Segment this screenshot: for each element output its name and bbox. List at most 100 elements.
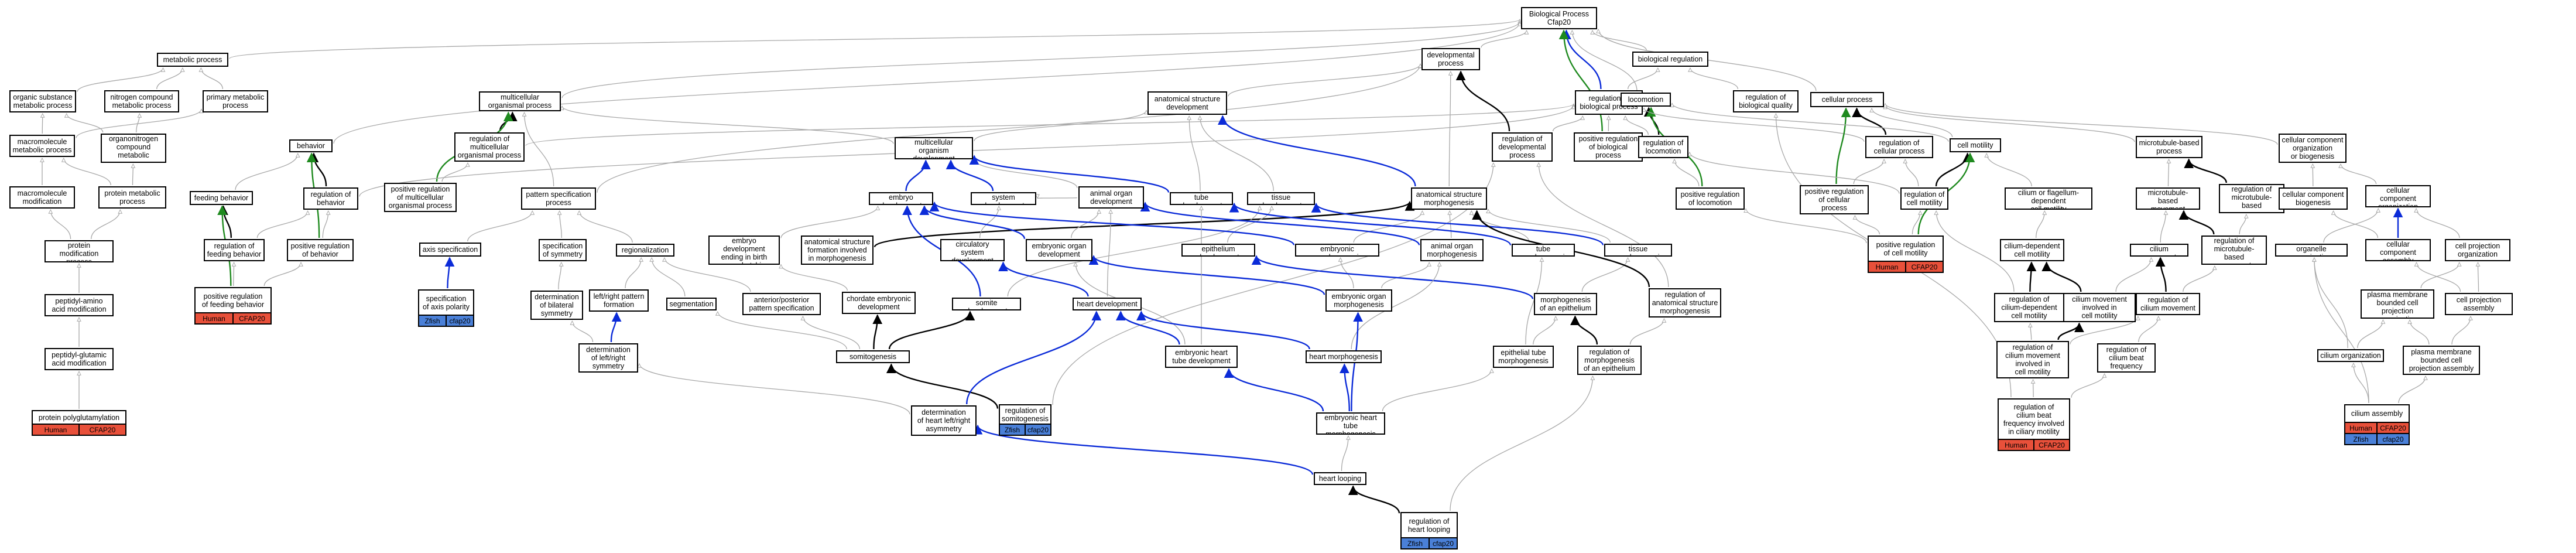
go-term-node-det-lr[interactable]: determination of left/right symmetry — [578, 343, 638, 373]
go-term-node-reg-feeding[interactable]: regulation of feeding behavior — [204, 239, 265, 261]
go-term-node-organonit[interactable]: organonitrogen compound metabolic proces… — [101, 134, 166, 163]
go-term-node-heart-morph[interactable]: heart morphogenesis — [1306, 350, 1382, 363]
go-term-node-reg-cell-mot[interactable]: regulation of cell motility — [1900, 187, 1948, 210]
go-term-node-cilium-move-inv[interactable]: cilium movement involved in cell motilit… — [2063, 293, 2136, 322]
go-term-node-reg-multi[interactable]: regulation of multicellular organismal p… — [454, 132, 525, 162]
go-term-node-embryo-organ-morph[interactable]: embryonic organ morphogenesis — [1325, 289, 1392, 312]
go-term-node-spec-symm[interactable]: specification of symmetry — [539, 239, 587, 261]
go-term-node-nitrogen[interactable]: nitrogen compound metabolic process — [104, 90, 179, 112]
go-term-node-embryo-organ[interactable]: embryonic organ development — [1026, 239, 1092, 261]
go-term-node-locomotion[interactable]: locomotion — [1621, 93, 1671, 107]
go-term-node-tube-dev[interactable]: tube development — [1170, 192, 1233, 205]
go-term-node-det-bilat[interactable]: determination of bilateral symmetry — [530, 291, 583, 320]
go-term-node-reg-cilium-beat[interactable]: regulation of cilium beat frequency — [2097, 343, 2156, 373]
go-term-node-reg-mt-move[interactable]: regulation of microtubule-based movement — [2201, 235, 2267, 265]
go-term-node-pos-reg-bio[interactable]: positive regulation of biological proces… — [1574, 132, 1643, 162]
go-term-node-cc-assembly[interactable]: cellular component assembly — [2365, 239, 2431, 261]
go-term-node-org-subst[interactable]: organic substance metabolic process — [9, 90, 76, 112]
go-term-node-animal-morph[interactable]: animal organ morphogenesis — [1420, 239, 1484, 261]
go-term-node-peptidyl-amino[interactable]: peptidyl-amino acid modification — [44, 294, 114, 316]
go-term-node-heart-looping[interactable]: heart looping — [1314, 472, 1366, 485]
go-term-node-system-dev[interactable]: system development — [971, 192, 1036, 205]
go-term-node-reg-cilium-beat-inv[interactable]: regulation of cilium beat frequency invo… — [1998, 398, 2070, 451]
go-term-node-reg-bio-q[interactable]: regulation of biological quality — [1733, 90, 1799, 112]
go-term-node-tube-morph[interactable]: tube morphogenesis — [1512, 244, 1575, 257]
go-term-node-prot-mod[interactable]: protein modification process — [44, 240, 114, 262]
go-term-node-anat-dev[interactable]: anatomical structure development — [1147, 91, 1227, 115]
go-term-node-cc-org[interactable]: cellular component organization or bioge… — [2279, 134, 2347, 163]
go-term-node-cell-proj-assembly[interactable]: cell projection assembly — [2445, 293, 2513, 315]
go-term-node-cc-biog[interactable]: cellular component biogenesis — [2279, 187, 2348, 210]
go-term-node-cilium-move[interactable]: cilium movement — [2130, 244, 2188, 257]
go-term-node-reg-cell[interactable]: regulation of cellular process — [1865, 136, 1933, 158]
go-term-node-anat-form[interactable]: anatomical structure formation involved … — [801, 235, 873, 265]
go-term-node-cilium-dep[interactable]: cilium or flagellum-dependent cell motil… — [2005, 187, 2092, 210]
go-term-node-reg-dev[interactable]: regulation of developmental process — [1492, 132, 1553, 162]
go-term-node-cilium-org[interactable]: cilium organization — [2317, 349, 2384, 362]
go-term-node-somite-dev[interactable]: somite development — [952, 298, 1021, 310]
go-term-node-metab[interactable]: metabolic process — [157, 53, 228, 67]
go-term-node-lr-pattern[interactable]: left/right pattern formation — [589, 289, 649, 312]
go-term-node-epi-tube-morph[interactable]: epithelial tube morphogenesis — [1493, 346, 1554, 368]
go-term-node-embryo-dev[interactable]: embryo development — [869, 192, 933, 205]
go-term-node-bp[interactable]: Biological Process Cfap20 — [1521, 7, 1597, 29]
go-term-node-organelle-org[interactable]: organelle organization — [2275, 244, 2348, 257]
go-term-node-embryo-morph[interactable]: embryonic morphogenesis — [1295, 244, 1379, 257]
go-term-node-reg-cilium-move[interactable]: regulation of cilium movement — [2136, 293, 2200, 315]
go-term-node-pos-reg-multi[interactable]: positive regulation of multicellular org… — [384, 183, 457, 212]
go-term-node-reg-anat-morph[interactable]: regulation of anatomical structure morph… — [1649, 288, 1721, 318]
go-term-node-axis-spec[interactable]: axis specification — [419, 243, 481, 257]
go-term-node-pos-reg-cell[interactable]: positive regulation of cellular process — [1800, 185, 1869, 214]
go-term-node-cell-proc[interactable]: cellular process — [1810, 92, 1884, 107]
go-term-node-pattern[interactable]: pattern specification process — [521, 187, 596, 210]
go-term-node-reg-loco[interactable]: regulation of locomotion — [1638, 136, 1688, 158]
go-term-node-reg-behav[interactable]: regulation of behavior — [303, 187, 358, 210]
go-term-node-dev-proc[interactable]: developmental process — [1421, 48, 1480, 70]
go-term-node-cilium-dep2[interactable]: cilium-dependent cell motility — [2000, 239, 2064, 261]
go-term-node-mt-move[interactable]: microtubule-based process — [2136, 136, 2202, 158]
go-term-node-prot-met[interactable]: protein metabolic process — [98, 186, 166, 209]
go-term-node-chordate[interactable]: chordate embryonic development — [842, 292, 916, 314]
go-term-node-epi-dev[interactable]: epithelium development — [1181, 244, 1255, 257]
go-term-node-cell-proj-org[interactable]: cell projection organization — [2445, 239, 2510, 261]
go-term-node-animal-organ[interactable]: animal organ development — [1078, 186, 1144, 209]
go-term-node-pos-reg-behav[interactable]: positive regulation of behavior — [287, 239, 354, 261]
go-term-node-behavior[interactable]: behavior — [289, 139, 333, 152]
go-term-node-segmentation[interactable]: segmentation — [666, 298, 717, 310]
go-term-node-det-heart-lr[interactable]: determination of heart left/right asymme… — [911, 405, 977, 436]
go-term-node-embryo-hatch[interactable]: embryo development ending in birth or eg… — [708, 235, 780, 265]
go-term-node-reg-morph-epi[interactable]: regulation of morphogenesis of an epithe… — [1577, 346, 1642, 375]
go-term-node-tissue-morph[interactable]: tissue morphogenesis — [1604, 244, 1672, 257]
go-term-node-morph-epi[interactable]: morphogenesis of an epithelium — [1534, 293, 1597, 315]
go-term-node-macro-met[interactable]: macromolecule metabolic process — [9, 135, 75, 157]
go-term-node-pm-bounded-assembly[interactable]: plasma membrane bounded cell projection … — [2403, 346, 2480, 375]
go-term-node-multi-dev[interactable]: multicellular organism development — [895, 137, 973, 159]
go-term-node-pm-bounded[interactable]: plasma membrane bounded cell projection … — [2361, 289, 2434, 319]
go-term-node-ap-pattern[interactable]: anterior/posterior pattern specification — [742, 293, 821, 315]
go-term-node-reg-cilium-move-inv[interactable]: regulation of cilium movement involved i… — [1996, 341, 2069, 378]
go-term-node-embryo-heart-tube[interactable]: embryonic heart tube development — [1165, 346, 1238, 368]
go-term-node-pos-reg-loco[interactable]: positive regulation of locomotion — [1676, 187, 1745, 210]
go-term-node-regionalization[interactable]: regionalization — [616, 244, 674, 257]
go-term-node-embryo-heart-tube-morph[interactable]: embryonic heart tube morphogenesis — [1316, 412, 1385, 435]
go-term-node-cell-motility[interactable]: cell motility — [1950, 138, 2001, 152]
go-term-node-mt-movement[interactable]: microtubule-based movement — [2136, 187, 2200, 210]
go-term-node-primary[interactable]: primary metabolic process — [203, 90, 268, 112]
go-term-node-tissue-dev[interactable]: tissue development — [1247, 192, 1315, 205]
go-term-node-bio-reg[interactable]: biological regulation — [1632, 52, 1708, 67]
go-term-node-anat-morph[interactable]: anatomical structure morphogenesis — [1411, 187, 1487, 210]
go-term-node-heart-dev[interactable]: heart development — [1073, 298, 1142, 310]
go-term-node-macro-mod[interactable]: macromolecule modification — [9, 186, 75, 209]
go-term-node-cc-assembly-org[interactable]: cellular component organization — [2365, 185, 2431, 207]
go-term-node-multi-org[interactable]: multicellular organismal process — [479, 91, 561, 111]
go-term-node-reg-mt[interactable]: regulation of microtubule-based process — [2219, 184, 2284, 213]
go-term-node-feeding[interactable]: feeding behavior — [190, 191, 253, 205]
go-term-node-peptidyl-glu[interactable]: peptidyl-glutamic acid modification — [44, 348, 114, 370]
